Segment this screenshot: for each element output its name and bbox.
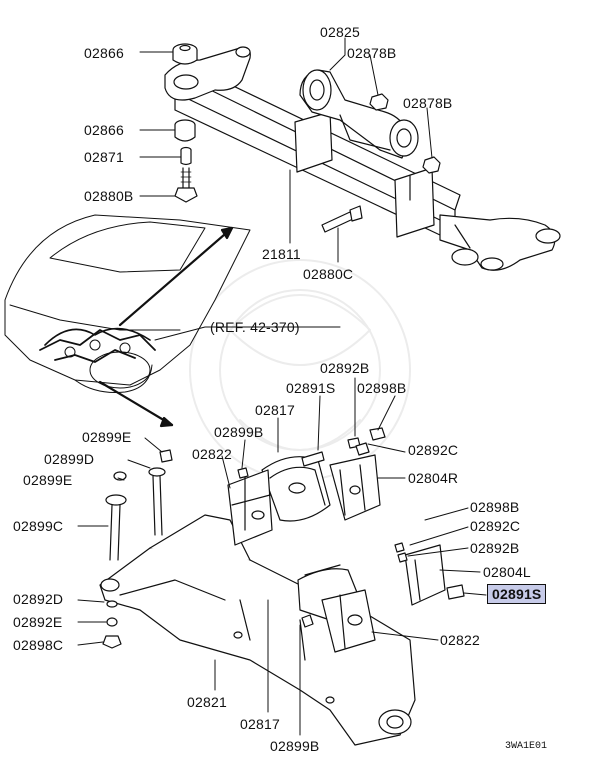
- bolt-02880b: [174, 167, 198, 203]
- drawing-code: 3WA1E01: [505, 741, 548, 752]
- nut-02878b: [369, 93, 441, 174]
- callout-02898b-top[interactable]: 02898B: [357, 380, 407, 396]
- callout-02817-upper[interactable]: 02817: [255, 402, 295, 418]
- callout-02892b-right[interactable]: 02892B: [470, 540, 520, 556]
- callout-02892c-right[interactable]: 02892C: [470, 518, 521, 534]
- callout-02892e[interactable]: 02892E: [13, 614, 63, 630]
- bracket-02822-lower: [321, 589, 376, 653]
- callout-02899e-second[interactable]: 02899E: [23, 472, 73, 488]
- bracket-02804l: [404, 544, 446, 606]
- callout-02892b-top[interactable]: 02892B: [320, 360, 370, 376]
- callout-02898b-right[interactable]: 02898B: [470, 499, 520, 515]
- callout-02822-lower[interactable]: 02822: [440, 632, 480, 648]
- hardware-small-parts: [102, 427, 465, 649]
- callout-02878b-right[interactable]: 02878B: [403, 95, 453, 111]
- callout-02899c[interactable]: 02899C: [13, 518, 64, 534]
- bracket-02804r: [329, 454, 381, 521]
- callout-02892d[interactable]: 02892D: [13, 591, 64, 607]
- callout-02871[interactable]: 02871: [84, 149, 124, 165]
- bushing-02866-mid: [174, 119, 196, 142]
- callout-02899d[interactable]: 02899D: [44, 451, 95, 467]
- callout-02821[interactable]: 02821: [187, 694, 227, 710]
- callout-02825[interactable]: 02825: [320, 24, 360, 40]
- callout-02899b-lower[interactable]: 02899B: [270, 738, 320, 754]
- bushing-02866-top: [172, 43, 198, 65]
- callout-02866-top[interactable]: 02866: [84, 45, 124, 61]
- callout-02891s-highlighted[interactable]: 02891S: [487, 584, 547, 604]
- callout-02866-mid[interactable]: 02866: [84, 122, 124, 138]
- callout-02899b-upper[interactable]: 02899B: [214, 424, 264, 440]
- insulator-02817-upper: [261, 456, 331, 522]
- callout-02891s-upper[interactable]: 02891S: [286, 380, 336, 396]
- callout-02804l[interactable]: 02804L: [483, 564, 531, 580]
- pointer-arrows: [98, 226, 234, 428]
- reference-label[interactable]: (REF. 42-370): [210, 319, 300, 335]
- callout-21811[interactable]: 21811: [262, 246, 301, 262]
- leader-lines: [77, 37, 487, 736]
- callout-02817-lower[interactable]: 02817: [240, 716, 280, 732]
- crossmember-02821: [99, 514, 416, 746]
- callout-02898c[interactable]: 02898C: [13, 637, 64, 653]
- collar-02871: [180, 146, 192, 166]
- callout-02892c-top[interactable]: 02892C: [408, 442, 459, 458]
- callout-02804r[interactable]: 02804R: [408, 470, 459, 486]
- bracket-02822-upper: [227, 469, 273, 546]
- crossmember-21811: [164, 46, 561, 271]
- vehicle-outline: [4, 214, 251, 393]
- callout-02880b[interactable]: 02880B: [84, 188, 134, 204]
- callout-02899e-top[interactable]: 02899E: [82, 429, 132, 445]
- callout-02822-upper[interactable]: 02822: [192, 446, 232, 462]
- callout-02878b-top[interactable]: 02878B: [347, 45, 397, 61]
- ref-leader-line: [154, 326, 341, 341]
- bolt-02880c: [321, 205, 363, 233]
- callout-02880c[interactable]: 02880C: [303, 266, 354, 282]
